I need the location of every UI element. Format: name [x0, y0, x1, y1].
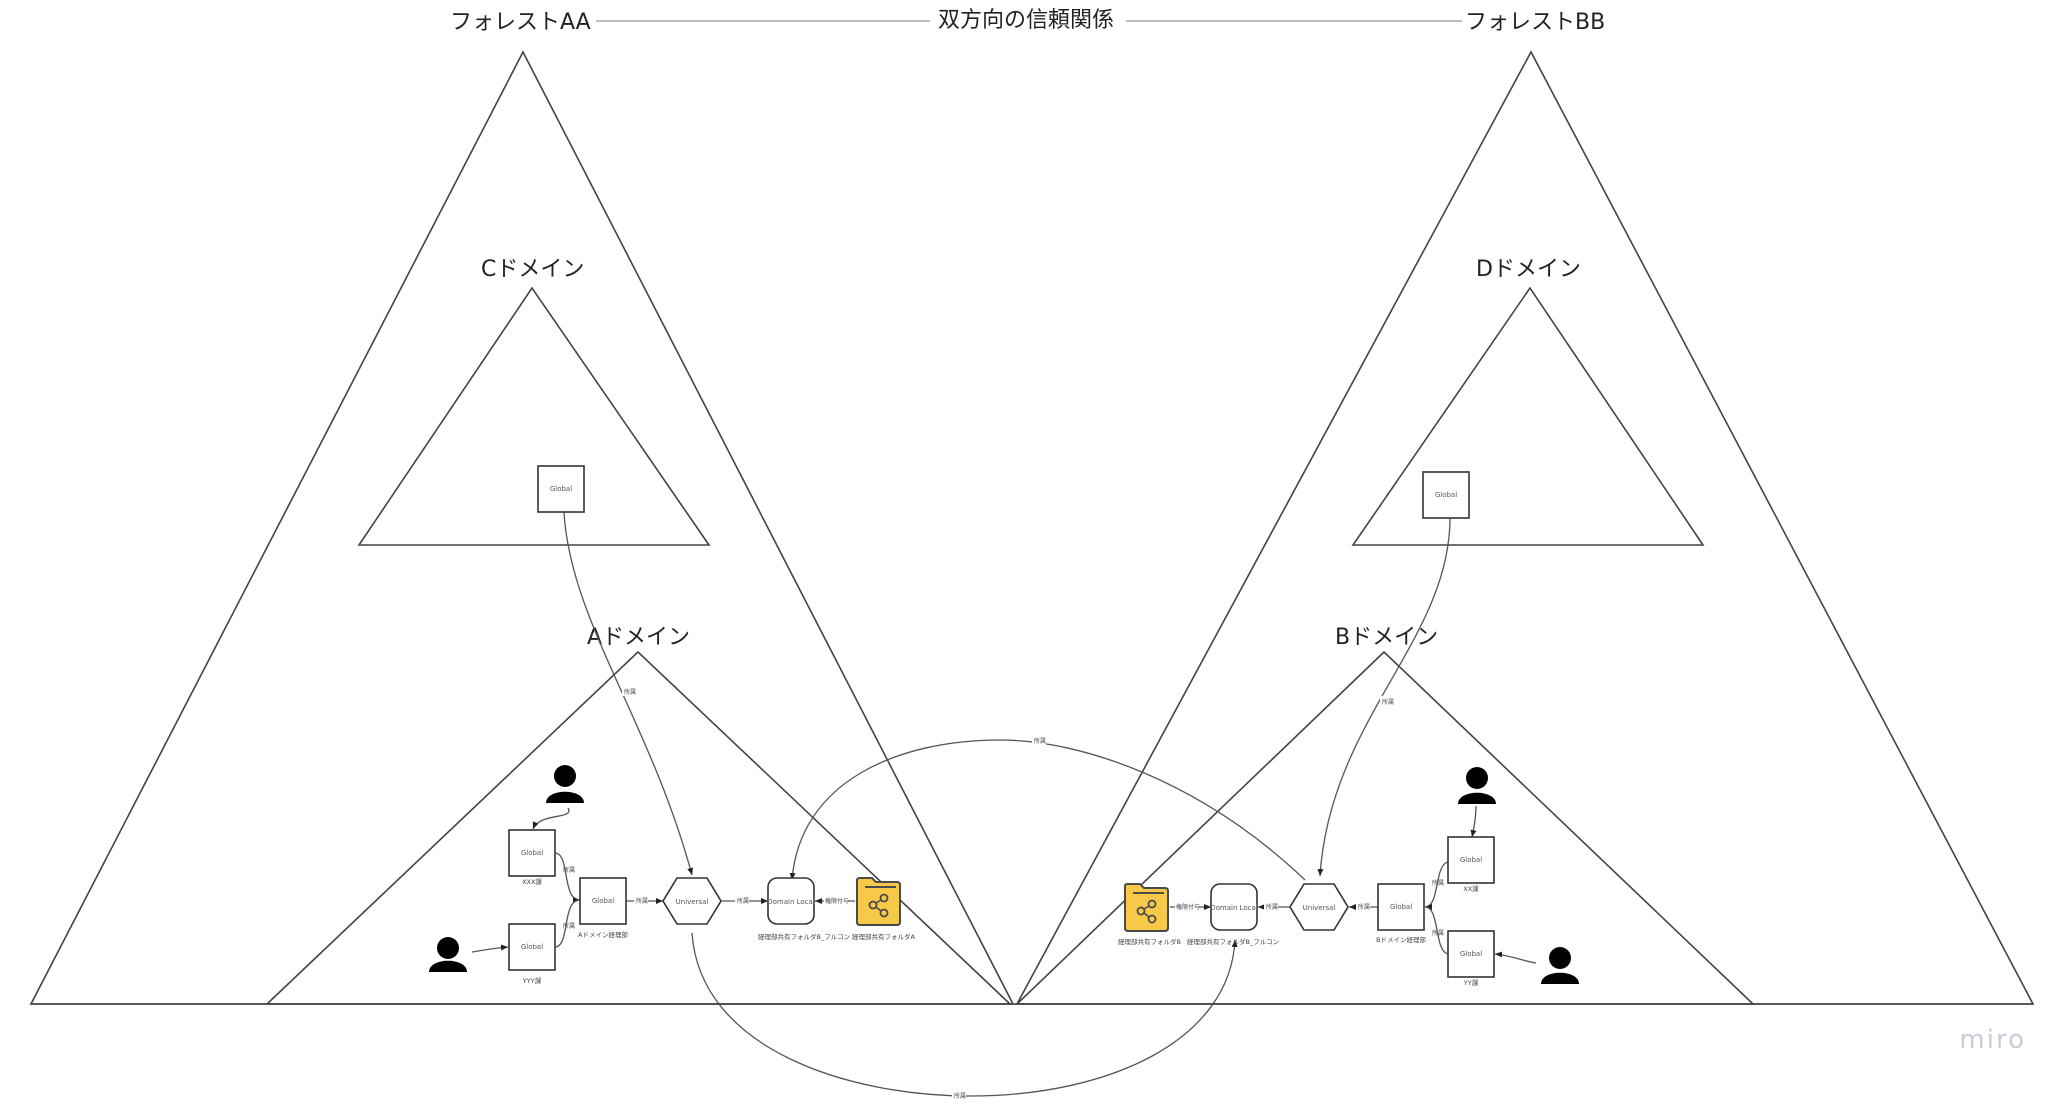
edge-label-yy: 所属	[1432, 929, 1444, 937]
a-domain-title: Aドメイン	[587, 625, 690, 650]
svg-text:Global: Global	[1460, 856, 1482, 864]
edge-yy-to-b-dept	[1424, 906, 1449, 955]
svg-text:権限付与: 権限付与	[825, 897, 849, 905]
svg-text:所属: 所属	[1034, 737, 1046, 745]
edge-label-b-grant: 権限付与	[1175, 902, 1200, 911]
svg-text:経理部共有フォルダB_フルコン: 経理部共有フォルダB_フルコン	[1187, 937, 1279, 946]
yy-global-group[interactable]: Global YY課	[1447, 930, 1495, 987]
a-domain-triangle[interactable]	[264, 650, 1013, 1005]
b-domainlocal-group[interactable]: Domain Local 経理部共有フォルダB_フルコン	[1187, 883, 1279, 946]
xxx-global-group[interactable]: Global XXX課	[508, 829, 556, 886]
edge-label-xx: 所属	[1432, 879, 1444, 887]
svg-text:Global: Global	[1460, 950, 1482, 958]
person-yy	[1541, 947, 1579, 984]
edge-label-b-dept: 所属	[1356, 902, 1370, 911]
svg-text:Global: Global	[1390, 903, 1412, 911]
b-dept-global-group[interactable]: Global Bドメイン経理部	[1376, 883, 1426, 944]
b-domain-title: Bドメイン	[1335, 625, 1438, 650]
edge-label-yyy: 所属	[563, 922, 575, 930]
a-universal-group[interactable]: Universal	[662, 877, 722, 925]
c-domain-title: Cドメイン	[481, 257, 584, 282]
svg-text:Universal: Universal	[1303, 904, 1336, 912]
edge-label-b-universal: 所属	[1264, 902, 1278, 911]
d-domain-title: Dドメイン	[1476, 257, 1581, 282]
person-xx	[1458, 767, 1496, 804]
svg-text:所属: 所属	[636, 897, 648, 905]
svg-text:Global: Global	[521, 849, 543, 857]
svg-text:YY課: YY課	[1463, 978, 1479, 987]
svg-text:権限付与: 権限付与	[1176, 903, 1200, 911]
edge-label-member-c: 所属	[622, 686, 636, 696]
forest-aa-title: フォレストAA	[450, 10, 591, 35]
miro-watermark: miro	[1959, 1025, 2026, 1055]
c-global-group[interactable]: Global	[537, 465, 585, 513]
b-universal-group[interactable]: Universal	[1289, 883, 1349, 931]
svg-text:XXX課: XXX課	[522, 877, 542, 886]
d-global-group[interactable]: Global	[1422, 471, 1470, 519]
edge-d-global-to-b-universal[interactable]	[1317, 517, 1451, 877]
svg-text:YYY課: YYY課	[522, 976, 542, 985]
edge-person-to-yy	[1494, 951, 1537, 964]
edge-xxx-to-dept	[555, 852, 581, 903]
svg-text:所属: 所属	[954, 1092, 966, 1100]
b-shared-folder-icon[interactable]	[1124, 883, 1169, 932]
edge-label-member-d: 所属	[1380, 696, 1394, 706]
svg-text:Domain Local: Domain Local	[1210, 904, 1258, 912]
edge-person-to-yyy	[471, 944, 509, 953]
edge-label-member-bottom: 所属	[952, 1090, 966, 1100]
c-domain-triangle[interactable]	[357, 286, 711, 546]
edge-person-to-xxx	[532, 807, 570, 830]
xx-global-group[interactable]: Global XX課	[1447, 836, 1495, 893]
svg-text:Global: Global	[1435, 491, 1457, 499]
edge-label-a-grant: 権限付与	[824, 896, 849, 905]
person-yyy	[429, 937, 467, 972]
svg-text:経理部共有フォルダB_フルコン: 経理部共有フォルダB_フルコン	[758, 932, 850, 941]
edge-person-to-xx	[1470, 805, 1477, 838]
svg-text:Aドメイン経理部: Aドメイン経理部	[578, 930, 628, 939]
svg-text:Universal: Universal	[676, 898, 709, 906]
a-domainlocal-group[interactable]: Domain Local 経理部共有フォルダB_フルコン	[758, 877, 850, 941]
edge-label-a-dept: 所属	[634, 896, 648, 905]
edge-label-a-universal: 所属	[735, 896, 749, 905]
edge-b-universal-to-a-domainlocal[interactable]	[789, 739, 1306, 881]
a-folder-caption: 経理部共有フォルダA	[852, 932, 916, 941]
svg-text:Domain Local: Domain Local	[767, 898, 815, 906]
forest-bb-triangle[interactable]	[1015, 50, 2035, 1005]
svg-text:Global: Global	[550, 485, 572, 493]
edge-yyy-to-dept	[555, 899, 581, 948]
trust-title: 双方向の信頼関係	[938, 8, 1114, 33]
d-domain-triangle[interactable]	[1351, 286, 1705, 546]
edge-xx-to-b-dept	[1424, 861, 1449, 910]
yyy-global-group[interactable]: Global YYY課	[508, 923, 556, 985]
edge-label-member-top: 所属	[1032, 735, 1046, 745]
svg-text:XX課: XX課	[1463, 884, 1479, 893]
svg-text:所属: 所属	[737, 897, 749, 905]
b-folder-caption: 経理部共有フォルダB	[1118, 937, 1181, 946]
svg-text:Bドメイン経理部: Bドメイン経理部	[1376, 935, 1426, 944]
svg-text:Global: Global	[592, 897, 614, 905]
svg-text:Global: Global	[521, 943, 543, 951]
edge-label-xxx: 所属	[563, 866, 575, 874]
a-shared-folder-icon[interactable]	[856, 877, 901, 926]
a-dept-global-group[interactable]: Global Aドメイン経理部	[578, 877, 628, 939]
svg-text:所属: 所属	[1266, 903, 1278, 911]
person-xxx	[546, 765, 584, 803]
edge-c-global-to-a-universal[interactable]	[563, 511, 694, 876]
svg-text:所属: 所属	[1382, 698, 1394, 706]
forest-bb-title: フォレストBB	[1465, 10, 1605, 35]
svg-text:所属: 所属	[1358, 903, 1370, 911]
svg-text:所属: 所属	[624, 688, 636, 696]
edge-a-universal-to-b-domainlocal[interactable]	[691, 932, 1238, 1097]
